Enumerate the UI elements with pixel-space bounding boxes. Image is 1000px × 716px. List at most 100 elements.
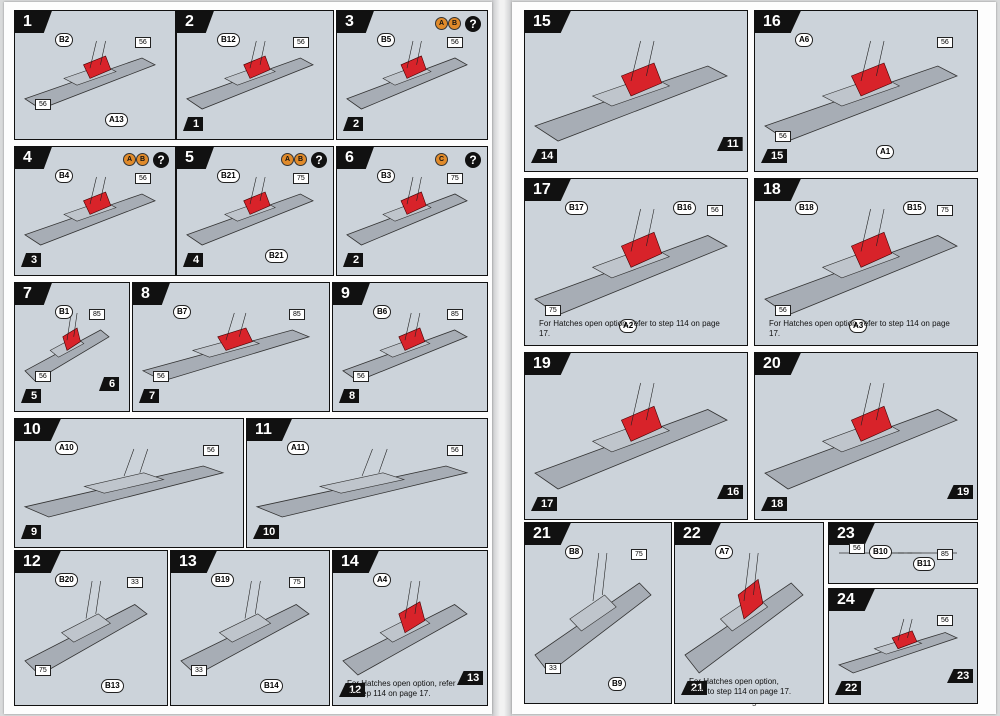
part-callout: A6: [795, 33, 814, 47]
step-number: 20: [755, 353, 801, 375]
step-number: 18: [755, 179, 801, 201]
part-callout: B7: [173, 305, 192, 319]
option-badge: A: [123, 153, 136, 166]
paint-code: 75: [631, 549, 647, 560]
sub-assembly-ref: 6: [99, 377, 120, 391]
sub-assembly-ref: 10: [253, 525, 280, 539]
step-number: 14: [333, 551, 379, 573]
hatch-note: For Hatches open option, refer to step 1…: [539, 319, 720, 338]
part-callout: B18: [795, 201, 818, 215]
step-number: 19: [525, 353, 571, 375]
paint-code: 33: [191, 665, 207, 676]
assembly-illustration: [24, 176, 156, 246]
paint-code: 56: [153, 371, 169, 382]
step-panel-18: 18B18A3B15753356For Hatches open option,…: [754, 178, 978, 346]
paint-code: 56: [775, 131, 791, 142]
sub-assembly-ref: 13: [457, 671, 484, 685]
paint-code: 75: [35, 665, 51, 676]
hatch-note: For Hatches open option, refer to step 1…: [689, 677, 792, 696]
assembly-illustration: [186, 176, 314, 246]
sub-assembly-ref: 2: [343, 117, 364, 131]
part-callout: B8: [565, 545, 584, 559]
part-callout: A7: [715, 545, 734, 559]
sub-assembly-ref: 16: [717, 485, 744, 499]
part-callout: B21: [265, 249, 288, 263]
assembly-illustration: [186, 40, 314, 110]
step-panel-17: 17B17A2B16563375For Hatches open option,…: [524, 178, 748, 346]
assembly-illustration: [141, 312, 311, 382]
step-number: 24: [829, 589, 875, 611]
part-callout: B2: [55, 33, 74, 47]
sub-assembly-ref: 3: [21, 253, 42, 267]
option-badge: A: [281, 153, 294, 166]
sub-assembly-ref: 7: [139, 389, 160, 403]
part-callout: A2: [619, 319, 638, 333]
step-number: 13: [171, 551, 217, 573]
assembly-illustration: [342, 312, 468, 382]
step-number: 3: [337, 11, 374, 33]
part-callout: B1: [55, 305, 74, 319]
part-callout: A13: [105, 113, 128, 127]
paint-code: 75: [293, 173, 309, 184]
paint-code: 56: [447, 37, 463, 48]
sub-assembly-ref: 4: [183, 253, 204, 267]
option-badge: A: [435, 17, 448, 30]
part-callout: A11: [287, 441, 310, 455]
help-icon: ?: [465, 151, 481, 168]
paint-code: 56: [203, 445, 219, 456]
assembly-illustration: [346, 40, 468, 110]
assembly-illustration: [24, 40, 156, 110]
option-badge: C: [435, 153, 448, 166]
part-callout: A3: [849, 319, 868, 333]
paint-code: 33: [127, 577, 143, 588]
sub-assembly-ref: 11: [717, 137, 743, 151]
assembly-illustration: [764, 382, 958, 490]
paint-code: 75: [937, 205, 953, 216]
part-callout: B15: [903, 201, 926, 215]
part-callout: A1: [876, 145, 895, 159]
help-icon: ?: [311, 151, 327, 168]
assembly-illustration: [180, 580, 310, 676]
part-callout: B14: [260, 679, 283, 693]
step-number: 15: [525, 11, 571, 33]
paint-code: 75: [289, 577, 305, 588]
step-number: 10: [15, 419, 61, 441]
part-callout: B13: [101, 679, 124, 693]
sub-assembly-ref: 15: [761, 149, 788, 163]
sub-assembly-ref: 5: [21, 389, 42, 403]
paint-code: 85: [447, 309, 463, 320]
paint-code: 56: [35, 99, 51, 110]
step-number: 12: [15, 551, 61, 573]
part-callout: B11: [913, 557, 936, 571]
paint-code: 56: [937, 615, 953, 626]
paint-code: 56: [775, 305, 791, 316]
paint-code: 33: [545, 663, 561, 674]
paint-code: 56: [849, 543, 865, 554]
sub-assembly-ref: 12: [339, 683, 366, 697]
part-callout: B5: [377, 33, 396, 47]
step-number: 2: [177, 11, 214, 33]
step-number: 9: [333, 283, 370, 305]
step-number: 4: [15, 147, 52, 169]
paint-code: 56: [135, 173, 151, 184]
step-number: 22: [675, 523, 721, 545]
assembly-illustration: [23, 448, 225, 518]
step-number: 7: [15, 283, 52, 305]
step-number: 17: [525, 179, 571, 201]
paint-code: 56: [135, 37, 151, 48]
step-number: 5: [177, 147, 214, 169]
